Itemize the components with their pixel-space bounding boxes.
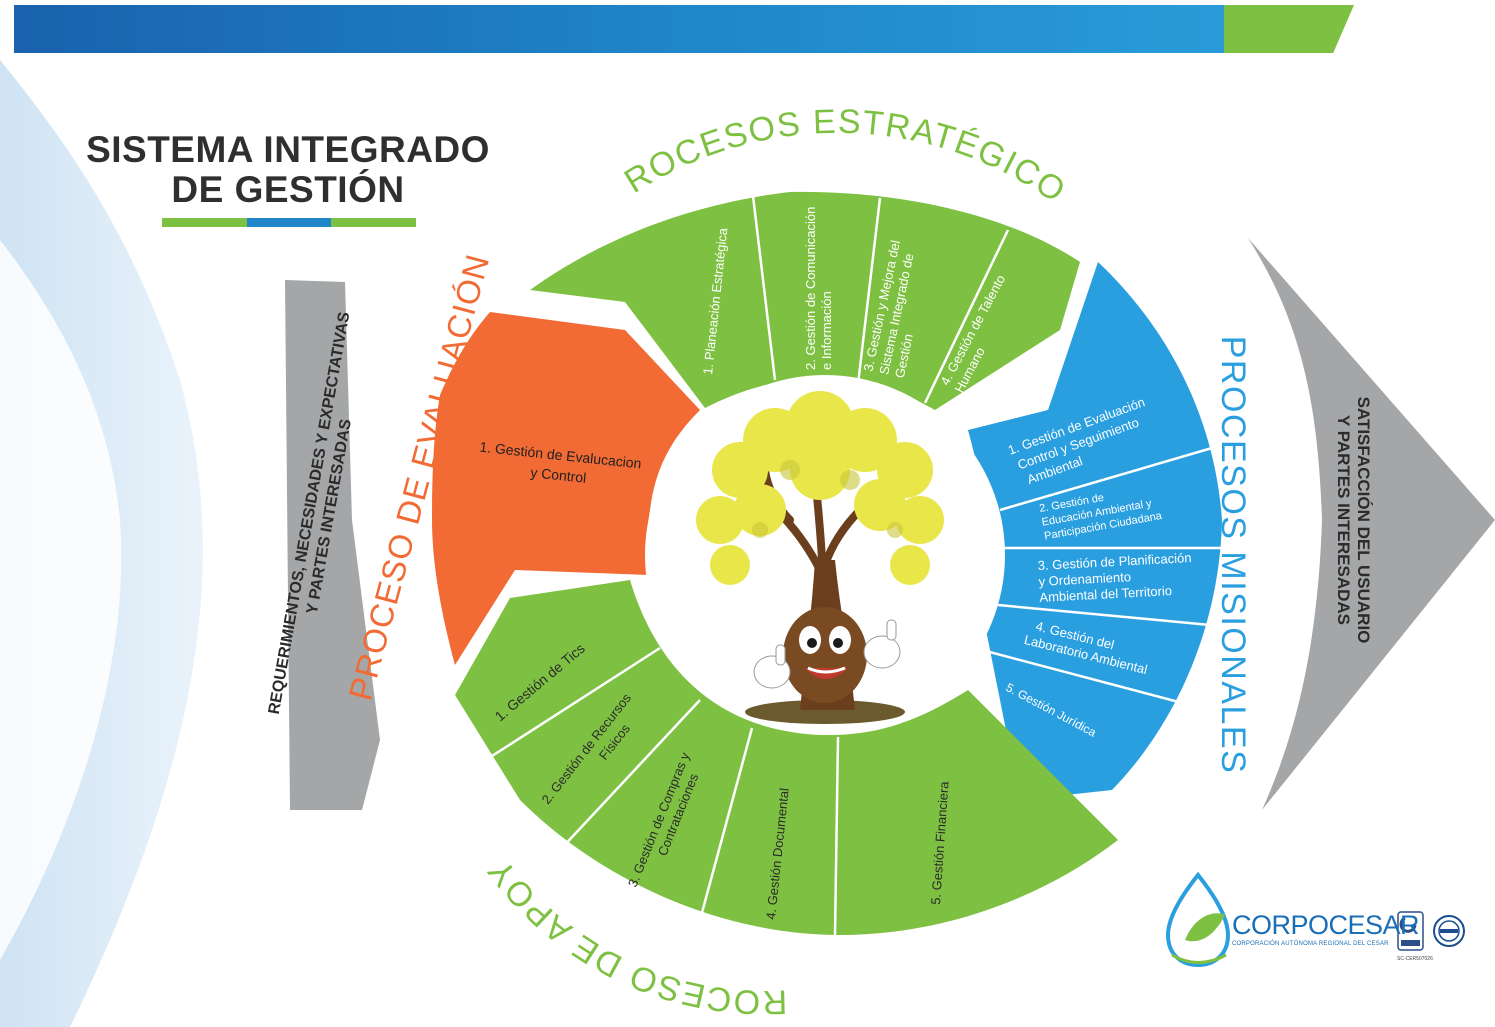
estrategicos-block: [530, 191, 1080, 410]
top-banner-green: [1224, 5, 1354, 53]
title-underline-blue: [247, 218, 331, 227]
estrategicos-dividers: [751, 195, 1010, 404]
output-arrow-shape: [1248, 238, 1495, 810]
page-title-line2: DE GESTIÓN: [171, 169, 405, 210]
svg-text:y Control: y Control: [530, 464, 587, 486]
tree-mascot-icon: [696, 391, 944, 724]
logo-subtitle: CORPORACIÓN AUTÓNOMA REGIONAL DEL CESAR: [1232, 941, 1389, 947]
svg-text:PROCESOS MISIONALES: PROCESOS MISIONALES: [1214, 336, 1252, 775]
top-banner-blue: [14, 5, 1224, 53]
misionales-title: PROCESOS MISIONALES: [1214, 336, 1252, 775]
icontec-seal-icon: [1433, 915, 1465, 947]
page-title: SISTEMA INTEGRADO DE GESTIÓN: [58, 130, 518, 210]
svg-text:e Información: e Información: [819, 291, 834, 370]
title-underline: [162, 218, 416, 227]
svg-text:2. Gestión de Comunicación: 2. Gestión de Comunicación: [803, 207, 818, 370]
page-title-line1: SISTEMA INTEGRADO: [86, 129, 490, 170]
output-arrow-label: SATISFACCIÓN DEL USUARIO Y PARTES INTERE…: [1334, 397, 1373, 644]
output-arrow-text-line2: Y PARTES INTERESADAS: [1334, 415, 1353, 625]
background-swoosh-inner: [0, 240, 122, 960]
title-underline-green: [162, 218, 247, 227]
svg-text:Ambiental del Territorio: Ambiental del Territorio: [1039, 583, 1172, 605]
apoyo-dividers: [477, 646, 840, 936]
certification-code: SC-CER507026: [1397, 956, 1433, 962]
iso-certification-icon: [1397, 911, 1424, 951]
estrategicos-item-2: 2. Gestión de Comunicación e Información: [803, 207, 834, 370]
misionales-block: [968, 262, 1222, 800]
corpocesar-logo-icon: [1165, 871, 1231, 968]
output-arrow-text-line1: SATISFACCIÓN DEL USUARIO: [1354, 397, 1373, 644]
svg-text:y Ordenamiento: y Ordenamiento: [1038, 569, 1131, 589]
apoyo-block: [455, 580, 1118, 935]
title-underline-green-2: [331, 218, 416, 227]
input-arrow-shape: [285, 280, 380, 810]
evaluacion-block: [432, 312, 700, 665]
misionales-dividers: [981, 446, 1222, 707]
logo-name: CORPOCESAR: [1232, 910, 1420, 940]
